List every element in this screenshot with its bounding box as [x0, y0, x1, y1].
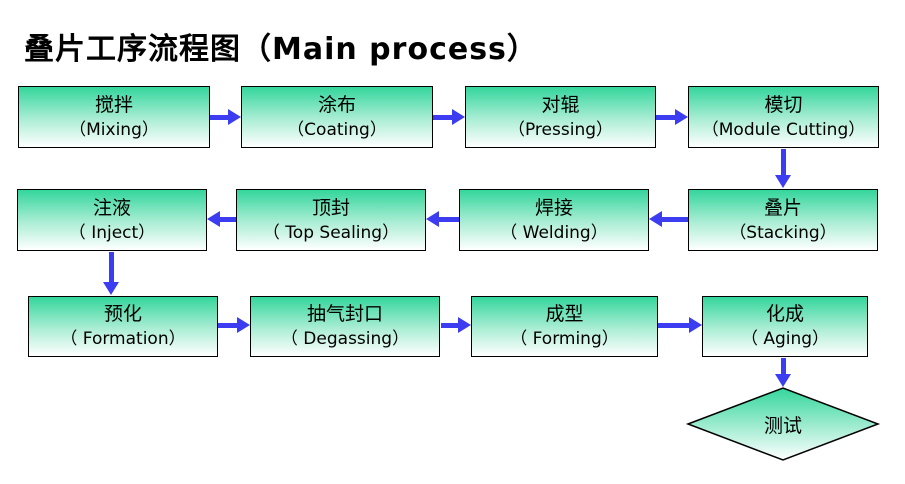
step-en-label: （ Aging） [740, 329, 830, 349]
step-cn-label: 注液 [92, 196, 131, 219]
step-cn-label: 抽气封口 [306, 303, 383, 325]
arrow-shaft [439, 216, 459, 222]
step-box-degassing: 抽气封口 （ Degassing） [250, 296, 440, 357]
arrow-head-left-icon [426, 211, 439, 227]
arrow-head-right-icon [675, 109, 688, 125]
decision-diamond: 测试 [683, 384, 883, 464]
arrow-shaft [218, 322, 237, 328]
page-title: 叠片工序流程图（Main process） [24, 24, 538, 68]
step-en-label: （ Degassing） [280, 329, 410, 349]
step-en-label: （ Welding） [500, 222, 608, 243]
arrow-formation-to-degassing [218, 317, 250, 333]
step-box-forming: 成型 （ Forming） [471, 296, 658, 357]
arrow-head-down-icon [775, 175, 791, 188]
arrow-top-sealing-to-inject [207, 211, 236, 227]
step-cn-label: 预化 [103, 303, 142, 325]
arrow-head-right-icon [689, 317, 702, 333]
step-box-mixing: 搅拌 （Mixing） [18, 86, 210, 148]
diamond-shape [685, 387, 881, 461]
step-en-label: （Module Cutting） [701, 119, 866, 140]
arrow-head-left-icon [649, 211, 662, 227]
step-box-inject: 注液 （ Inject） [17, 189, 207, 251]
step-box-coating: 涂布 （Coating） [241, 86, 433, 148]
step-en-label: （ Top Sealing） [262, 222, 400, 243]
arrow-shaft [433, 114, 452, 120]
step-cn-label: 对辊 [541, 93, 580, 116]
arrow-head-right-icon [228, 109, 241, 125]
arrow-forming-to-aging [658, 317, 702, 333]
title-chinese: 叠片工序流程图（ [24, 32, 272, 67]
step-en-label: （ Forming） [510, 329, 619, 349]
arrow-pressing-to-module-cutting [656, 109, 688, 125]
title-close-paren: ） [506, 32, 538, 67]
step-cn-label: 模切 [764, 93, 803, 116]
step-cn-label: 叠片 [763, 196, 802, 219]
arrow-inject-to-formation [103, 252, 119, 295]
arrow-shaft [108, 252, 114, 282]
arrow-shaft [662, 216, 688, 222]
arrow-shaft [210, 114, 228, 120]
step-cn-label: 顶封 [311, 196, 350, 219]
title-english: Main process [272, 32, 507, 67]
step-en-label: （ Inject） [68, 222, 156, 243]
step-en-label: （Coating） [287, 119, 387, 140]
step-box-stacking: 叠片 （Stacking） [688, 189, 878, 251]
step-en-label: （Stacking） [729, 222, 837, 243]
arrow-shaft [220, 216, 236, 222]
step-en-label: （Mixing） [69, 119, 159, 140]
arrow-head-down-icon [775, 374, 791, 387]
arrow-head-down-icon [103, 282, 119, 295]
step-box-top-sealing: 顶封 （ Top Sealing） [236, 189, 426, 251]
step-box-pressing: 对辊 （Pressing） [465, 86, 656, 148]
step-box-welding: 焊接 （ Welding） [459, 189, 649, 251]
arrow-stacking-to-welding [649, 211, 688, 227]
arrow-head-right-icon [237, 317, 250, 333]
arrow-degassing-to-forming [441, 317, 471, 333]
step-box-formation: 预化 （ Formation） [28, 296, 218, 357]
arrow-shaft [656, 114, 675, 120]
arrow-head-right-icon [452, 109, 465, 125]
arrow-shaft [441, 322, 458, 328]
arrow-shaft [780, 149, 786, 175]
arrow-welding-to-top-sealing [426, 211, 459, 227]
arrow-head-left-icon [207, 211, 220, 227]
step-cn-label: 涂布 [317, 93, 356, 116]
arrow-mixing-to-coating [210, 109, 241, 125]
decision-label: 测试 [763, 414, 802, 437]
step-box-aging: 化成 （ Aging） [702, 296, 868, 357]
step-en-label: （Pressing） [507, 119, 614, 140]
arrow-aging-to-test [775, 358, 791, 387]
step-box-module-cutting: 模切 （Module Cutting） [688, 86, 879, 148]
step-cn-label: 成型 [545, 303, 584, 325]
step-cn-label: 化成 [765, 303, 804, 325]
step-cn-label: 焊接 [534, 196, 573, 219]
step-en-label: （ Formation） [60, 329, 186, 349]
arrow-coating-to-pressing [433, 109, 465, 125]
arrow-module-cutting-to-stacking [775, 149, 791, 188]
arrow-shaft [780, 358, 786, 374]
step-cn-label: 搅拌 [94, 93, 133, 116]
arrow-head-right-icon [458, 317, 471, 333]
arrow-shaft [658, 322, 689, 328]
